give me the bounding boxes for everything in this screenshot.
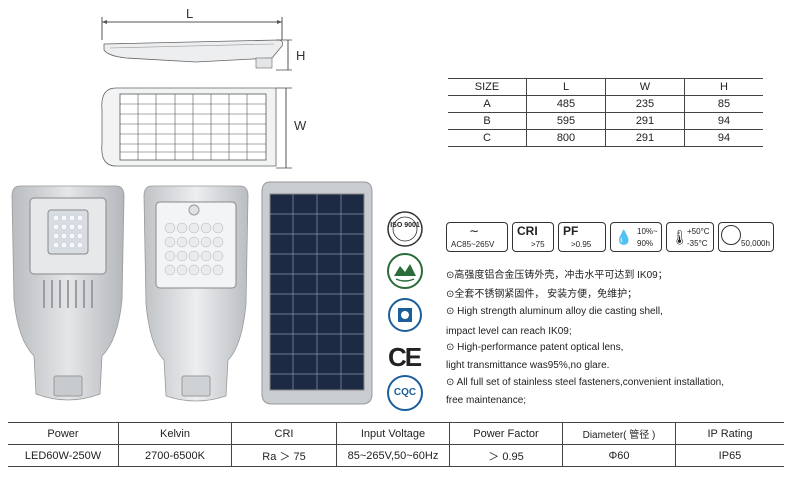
- value-cri: Ra ＞ 75: [231, 444, 337, 467]
- temp-bottom: -35°C: [687, 239, 708, 248]
- humidity-top: 10%~: [637, 227, 658, 236]
- header-input-voltage: Input Voltage: [336, 422, 450, 445]
- value-ip-rating: IP65: [675, 444, 784, 467]
- length-label: L: [186, 6, 194, 21]
- feature-en-1: ⊙ High strength aluminum alloy die casti…: [446, 306, 663, 317]
- table-row: C 800 291 94: [448, 129, 763, 147]
- feature-en-6: free maintenance;: [446, 395, 527, 406]
- table-cell: 94: [684, 112, 763, 130]
- cri-title: CRI: [517, 224, 538, 238]
- lifetime-spec: 50,000h: [718, 222, 774, 252]
- table-cell: B: [448, 112, 527, 130]
- height-label: H: [296, 48, 306, 63]
- size-table: SIZE L W H A 485 235 85 B 595 291 94 C 8…: [448, 78, 763, 147]
- ce-mark: CE: [386, 338, 424, 376]
- table-cell: A: [448, 95, 527, 113]
- cri-value: >75: [531, 240, 545, 249]
- feature-cn-1: ⊙高强度铝合金压铸外壳，冲击水平可达到 IK09；: [446, 270, 668, 281]
- iso-9001-text: ISO 9001: [390, 222, 420, 229]
- side-view-drawing: [96, 12, 296, 80]
- feature-en-2: impact level can reach IK09;: [446, 326, 572, 337]
- quality-badge: [386, 296, 424, 334]
- product-photo-front: [6, 180, 130, 412]
- size-table-header: SIZE L W H: [448, 78, 763, 96]
- header-diameter: Diameter( 管径 ): [562, 422, 676, 445]
- value-power-factor: ＞ 0.95: [449, 444, 563, 467]
- table-cell: 595: [526, 112, 606, 130]
- header-power: Power: [8, 422, 119, 445]
- spec-table-header: Power Kelvin CRI Input Voltage Power Fac…: [8, 422, 784, 445]
- header-cri: CRI: [231, 422, 337, 445]
- clock-icon: [721, 225, 741, 245]
- value-input-voltage: 85~265V,50~60Hz: [336, 444, 450, 467]
- feature-en-3: ⊙ High-performance patent optical lens,: [446, 342, 624, 353]
- header-cell: SIZE: [448, 78, 527, 96]
- pf-spec: PF >0.95: [558, 222, 606, 252]
- header-cell: W: [605, 78, 685, 96]
- table-cell: 94: [684, 129, 763, 147]
- sine-wave-icon: ∼: [469, 224, 480, 238]
- environmental-badge: [386, 252, 424, 290]
- humidity-spec: 💧 10%~ 90%: [610, 222, 662, 252]
- value-kelvin: 2700-6500K: [118, 444, 232, 467]
- table-cell: C: [448, 129, 527, 147]
- table-cell: 291: [605, 112, 685, 130]
- feature-cn-2: ⊙全套不锈钢紧固件， 安装方便，免维护；: [446, 289, 638, 300]
- feature-en-5: ⊙ All full set of stainless steel fasten…: [446, 377, 724, 388]
- temperature-spec: 🌡 +50°C -35°C: [666, 222, 714, 252]
- table-cell: 85: [684, 95, 763, 113]
- iso-9001-badge: ISO 9001: [386, 210, 424, 248]
- header-kelvin: Kelvin: [118, 422, 232, 445]
- header-cell: L: [526, 78, 606, 96]
- pf-title: PF: [563, 224, 579, 238]
- cqc-text: CQC: [393, 387, 417, 398]
- width-label: W: [294, 118, 307, 133]
- spec-table: Power Kelvin CRI Input Voltage Power Fac…: [8, 422, 784, 467]
- voltage-spec: ∼ AC85~265V: [446, 222, 508, 252]
- humidity-bottom: 90%: [637, 239, 654, 248]
- pf-value: >0.95: [571, 240, 592, 249]
- feature-en-4: light transmittance was95%,no glare.: [446, 360, 610, 371]
- lifetime-value: 50,000h: [741, 239, 770, 248]
- voltage-value: AC85~265V: [451, 240, 495, 249]
- table-row: A 485 235 85: [448, 95, 763, 113]
- header-power-factor: Power Factor: [449, 422, 563, 445]
- table-cell: 291: [605, 129, 685, 147]
- thermometer-icon: 🌡: [671, 229, 689, 245]
- table-cell: 235: [605, 95, 685, 113]
- table-row: LED60W-250W 2700-6500K Ra ＞ 75 85~265V,5…: [8, 444, 784, 467]
- table-row: B 595 291 94: [448, 112, 763, 130]
- temp-top: +50°C: [687, 227, 710, 236]
- header-cell: H: [684, 78, 763, 96]
- value-diameter: Φ60: [562, 444, 676, 467]
- product-photo-lens: [138, 180, 254, 412]
- top-view-drawing: [100, 84, 296, 176]
- product-photo-solar-panel: [258, 178, 376, 410]
- table-cell: 485: [526, 95, 606, 113]
- droplet-icon: 💧: [615, 229, 633, 245]
- table-cell: 800: [526, 129, 606, 147]
- cqc-badge: CQC: [386, 374, 424, 412]
- ce-text: CE: [388, 342, 422, 372]
- header-ip-rating: IP Rating: [675, 422, 784, 445]
- cri-spec: CRI >75: [512, 222, 554, 252]
- value-power: LED60W-250W: [8, 444, 119, 467]
